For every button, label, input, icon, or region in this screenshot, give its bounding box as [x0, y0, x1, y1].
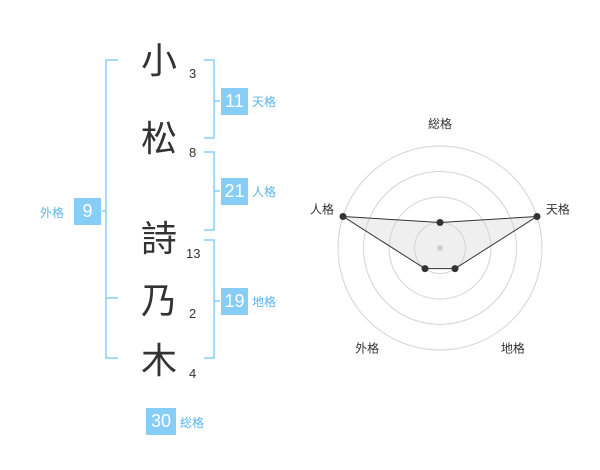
radar-series-area	[342, 215, 538, 270]
stroke-count-5: 4	[189, 366, 197, 381]
gaikaku-value: 9	[74, 198, 101, 225]
name-char-5: 木	[140, 341, 177, 382]
chikaku-label: 地格	[252, 295, 277, 309]
soukaku-value: 30	[146, 408, 176, 435]
radar-ring-4	[337, 145, 543, 351]
radar-point-天格	[533, 212, 541, 220]
soukaku-label: 総格	[180, 416, 205, 430]
radar-ring-2	[388, 196, 492, 300]
tenkaku-value: 11	[221, 88, 248, 115]
radar-axis-label: 総格	[428, 116, 452, 131]
radar-point-総格	[436, 219, 444, 226]
radar-axis-label: 人格	[310, 202, 334, 217]
name-char-3: 詩	[140, 219, 177, 260]
gaikaku-label: 外格	[40, 206, 65, 220]
chikaku-bracket	[204, 239, 215, 359]
stroke-count-3: 13	[186, 246, 201, 261]
radar-point-地格	[451, 265, 459, 273]
radar-axis-label: 地格	[501, 340, 525, 355]
chikaku-value: 19	[221, 288, 248, 315]
name-char-2: 松	[140, 119, 177, 160]
tenkaku-label: 天格	[252, 95, 277, 109]
gaikaku-bracket	[105, 59, 118, 359]
jinkaku-value: 21	[221, 178, 248, 205]
stroke-count-4: 2	[189, 306, 197, 321]
jinkaku-label: 人格	[252, 185, 277, 199]
radar-axis-label: 外格	[355, 340, 379, 355]
stroke-count-2: 8	[189, 145, 197, 160]
radar-ring-3	[363, 171, 517, 325]
name-char-4: 乃	[140, 281, 177, 322]
radar-point-人格	[339, 212, 347, 220]
stroke-count-1: 3	[189, 66, 197, 81]
radar-point-外格	[421, 265, 429, 273]
name-char-1: 小	[140, 41, 177, 82]
radar-axis-label: 天格	[546, 202, 570, 217]
tenkaku-bracket	[204, 59, 215, 139]
radar-center	[437, 245, 443, 251]
